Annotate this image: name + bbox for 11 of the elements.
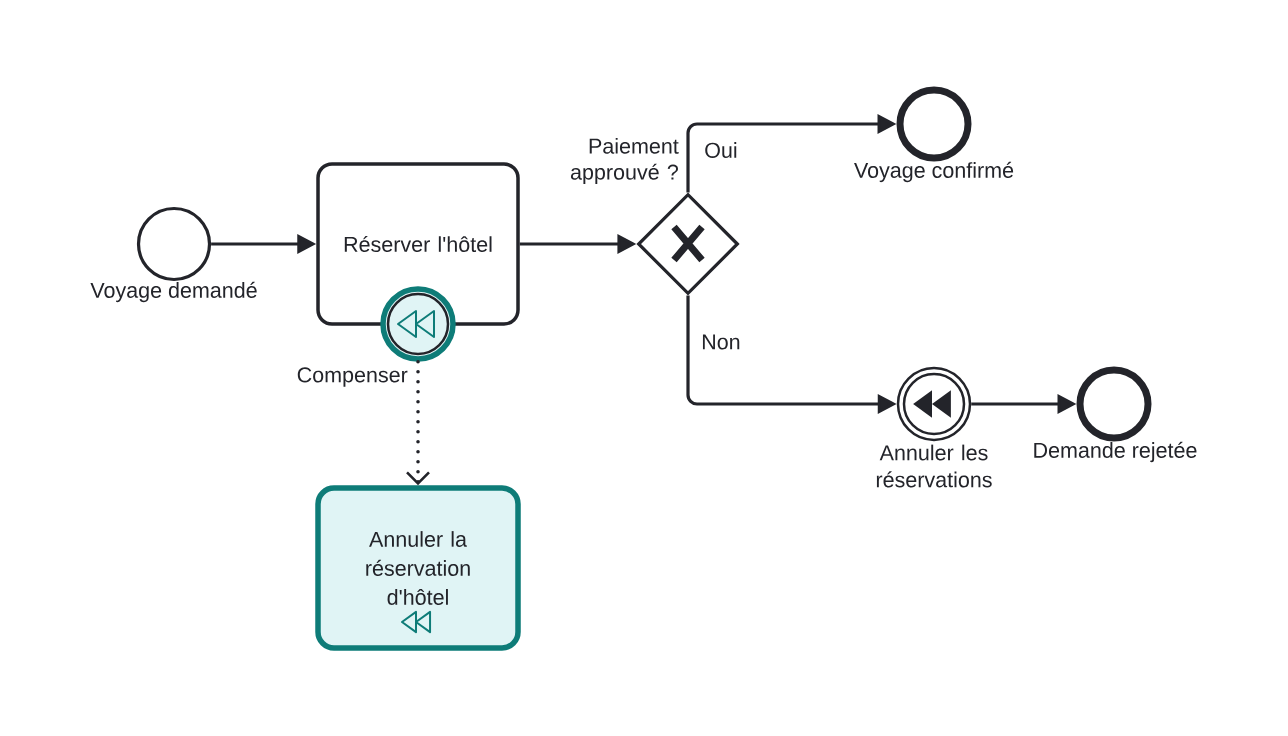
event-label: Annuler les réservations: [876, 444, 992, 488]
dotted-arrow: [406, 359, 430, 486]
event-label: Compenser: [297, 367, 408, 387]
edge-label: Non: [699, 332, 743, 352]
event-label: Voyage demandé: [90, 281, 257, 303]
gateway-label: Paiement approuvé ?: [570, 138, 679, 185]
task-box: Annuler la réservation d'hôtel: [315, 485, 521, 651]
task-box: Réserver l'hôtel: [316, 162, 520, 326]
edge-label: Oui: [702, 140, 740, 160]
event-label: Voyage confirmé: [854, 161, 1014, 183]
event-label: Demande rejetée: [1034, 441, 1197, 463]
